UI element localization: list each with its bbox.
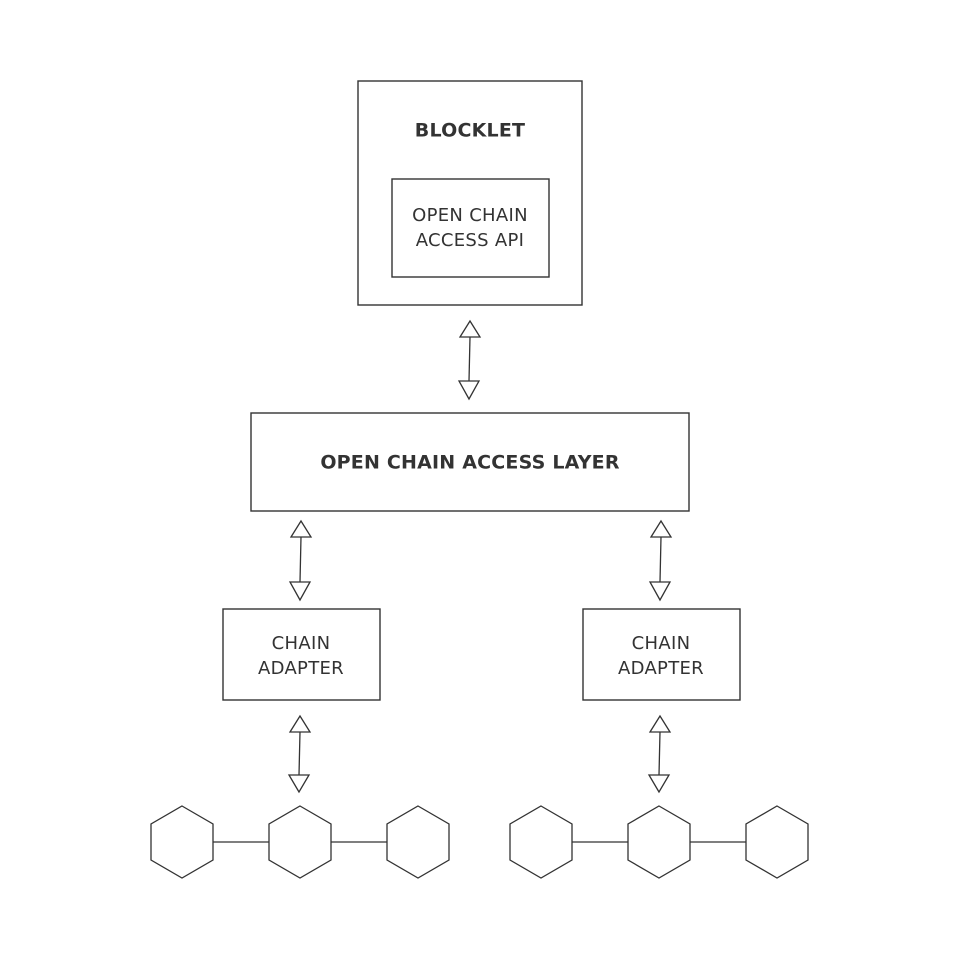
arrow-blocklet-layer (457, 319, 482, 401)
chain-adapter-box (582, 608, 741, 701)
chain-adapter-line2: ADAPTER (618, 658, 704, 679)
arrow-layer-adapter-left (288, 519, 313, 602)
chain-adapter-box (222, 608, 381, 701)
arrow-head-up (648, 714, 672, 733)
blockchain-node-hexagon (745, 805, 809, 879)
arrow-head-down (457, 380, 481, 401)
arrow-shaft (468, 336, 471, 382)
arrow-head-up (458, 319, 482, 338)
blockchain-node-hexagon (150, 805, 214, 879)
chain-adapter-line1: CHAIN (632, 633, 691, 654)
blockchain-node-hexagon (627, 805, 691, 879)
arrow-shaft (299, 536, 302, 583)
arrow-head-up (288, 714, 312, 733)
arrow-layer-adapter-right (648, 519, 673, 602)
open-chain-access-api-box (391, 178, 550, 278)
open-chain-access-api-block: OPEN CHAIN ACCESS API (391, 178, 550, 278)
arrow-head-down (287, 774, 311, 794)
chain-adapter-line1: CHAIN (272, 633, 331, 654)
chain-adapter-line2: ADAPTER (258, 658, 344, 679)
blockchain-node-hexagon (268, 805, 332, 879)
arrow-head-up (289, 519, 313, 538)
arrow-adapter-chain-left (287, 714, 312, 794)
api-label-line1: OPEN CHAIN (412, 205, 528, 226)
arrow-adapter-chain-right (647, 714, 672, 794)
api-label-line2: ACCESS API (416, 230, 525, 251)
arrow-shaft (659, 536, 662, 583)
arrow-head-down (647, 774, 671, 794)
blockchain-node-hexagon (386, 805, 450, 879)
arrow-head-up (649, 519, 673, 538)
blocklet-block: BLOCKLET OPEN CHAIN ACCESS API (357, 80, 583, 306)
chain-adapter-left: CHAIN ADAPTER (222, 608, 381, 701)
blockchain-left (150, 805, 450, 879)
blockchain-right (509, 805, 809, 879)
arrow-shaft (298, 731, 301, 776)
access-layer-title: OPEN CHAIN ACCESS LAYER (320, 452, 620, 474)
open-chain-access-layer-block: OPEN CHAIN ACCESS LAYER (250, 412, 690, 512)
chain-adapter-right: CHAIN ADAPTER (582, 608, 741, 701)
open-chain-access-layer-box (250, 412, 690, 512)
blocklet-title: BLOCKLET (415, 120, 525, 142)
arrow-head-down (288, 581, 312, 602)
arrow-head-down (648, 581, 672, 602)
arrow-shaft (658, 731, 661, 776)
blockchain-node-hexagon (509, 805, 573, 879)
